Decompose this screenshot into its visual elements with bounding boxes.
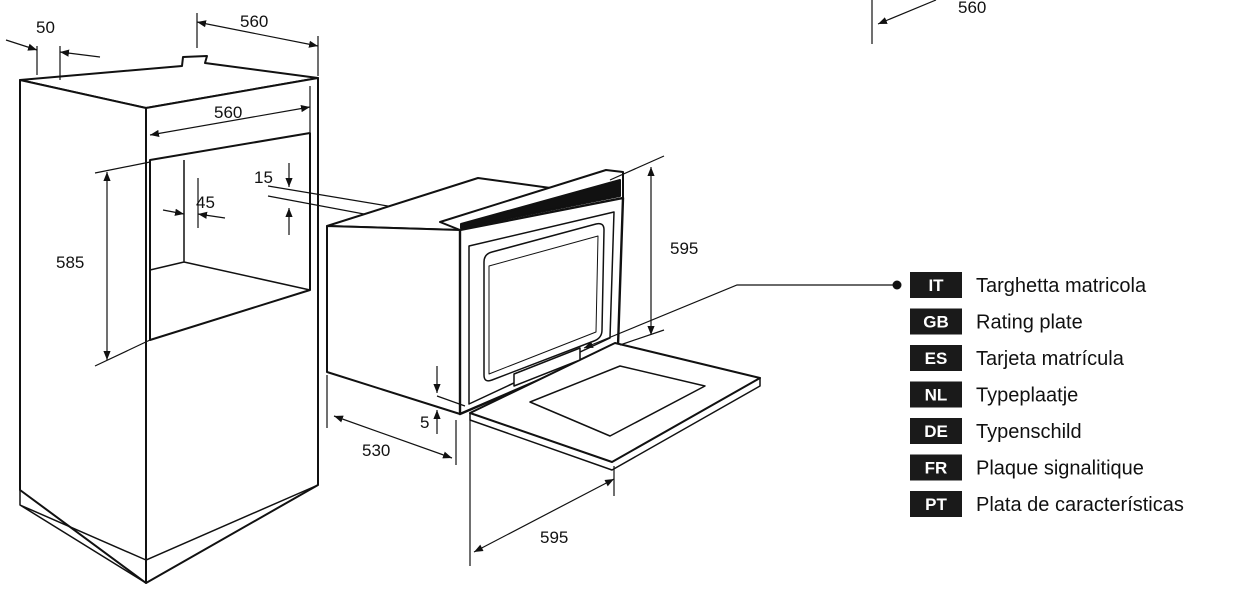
oven-window-inner bbox=[488, 235, 599, 375]
dim-oven-height: 595 bbox=[670, 239, 698, 258]
dim-inner-offset: 45 bbox=[196, 193, 215, 212]
legend-code: PT bbox=[925, 495, 947, 514]
legend-label: Typenschild bbox=[976, 421, 1082, 443]
dim-opening-height: 585 bbox=[56, 253, 84, 272]
oven-hinge bbox=[513, 347, 581, 387]
legend-code: IT bbox=[928, 276, 944, 295]
legend-badge bbox=[910, 345, 962, 371]
legend-code: FR bbox=[925, 459, 948, 478]
legend-badge bbox=[910, 381, 962, 408]
legend-row-pt: PT Plata de características bbox=[910, 491, 1184, 517]
dim-corner-depth: 560 bbox=[958, 0, 986, 17]
legend-row-it: IT Targhetta matricola bbox=[910, 272, 1147, 298]
oven-control-strip bbox=[439, 169, 624, 231]
legend-badge bbox=[910, 272, 962, 298]
oven-dimensions bbox=[326, 155, 897, 566]
legend-row-es: ES Tarjeta matrícula bbox=[910, 345, 1125, 371]
legend-badge bbox=[910, 418, 962, 444]
legend-row-de: DE Typenschild bbox=[910, 418, 1082, 444]
legend-row-gb: GB Rating plate bbox=[910, 308, 1083, 335]
legend-label: Tarjeta matrícula bbox=[976, 348, 1125, 370]
cabinet-plinth bbox=[19, 484, 319, 584]
oven-side-face bbox=[326, 225, 461, 415]
legend-code: ES bbox=[925, 349, 948, 368]
legend-label: Rating plate bbox=[976, 312, 1083, 334]
cabinet-dimension-labels: 50 560 560 585 45 15 bbox=[36, 12, 273, 272]
legend-code: GB bbox=[923, 313, 949, 332]
legend-badge bbox=[910, 308, 962, 335]
legend-label: Plaque signalitique bbox=[976, 458, 1144, 480]
dim-opening-width: 560 bbox=[214, 103, 242, 122]
legend-row-fr: FR Plaque signalitique bbox=[910, 454, 1144, 481]
dim-side-gap: 50 bbox=[36, 18, 55, 37]
dim-oven-width: 595 bbox=[540, 528, 568, 547]
dim-top-offset: 15 bbox=[254, 168, 273, 187]
cabinet-niche-inner bbox=[149, 160, 311, 291]
oven-control-shade bbox=[460, 179, 621, 229]
legend-code: DE bbox=[924, 422, 948, 441]
legend-label: Typeplaatje bbox=[976, 385, 1078, 407]
oven-tray bbox=[529, 365, 706, 437]
oven-dimension-labels: 595 5 530 595 bbox=[362, 239, 698, 547]
legend-badge bbox=[910, 491, 962, 517]
oven-open-door-edge bbox=[469, 378, 761, 471]
cabinet-left-face bbox=[19, 79, 147, 584]
dim-oven-depth: 530 bbox=[362, 441, 390, 460]
legend-row-nl: NL Typeplaatje bbox=[910, 381, 1078, 408]
corner-dimension bbox=[871, 0, 937, 44]
oven bbox=[326, 169, 761, 471]
cabinet bbox=[19, 55, 319, 584]
legend-label: Plata de características bbox=[976, 494, 1184, 516]
legend-code: NL bbox=[925, 386, 948, 405]
dim-oven-gap: 5 bbox=[420, 413, 429, 432]
dim-top-depth: 560 bbox=[240, 12, 268, 31]
legend-label: Targhetta matricola bbox=[976, 275, 1147, 297]
rating-plate-leader-dot bbox=[892, 280, 902, 290]
oven-window bbox=[483, 222, 605, 382]
legend-badge bbox=[910, 454, 962, 481]
